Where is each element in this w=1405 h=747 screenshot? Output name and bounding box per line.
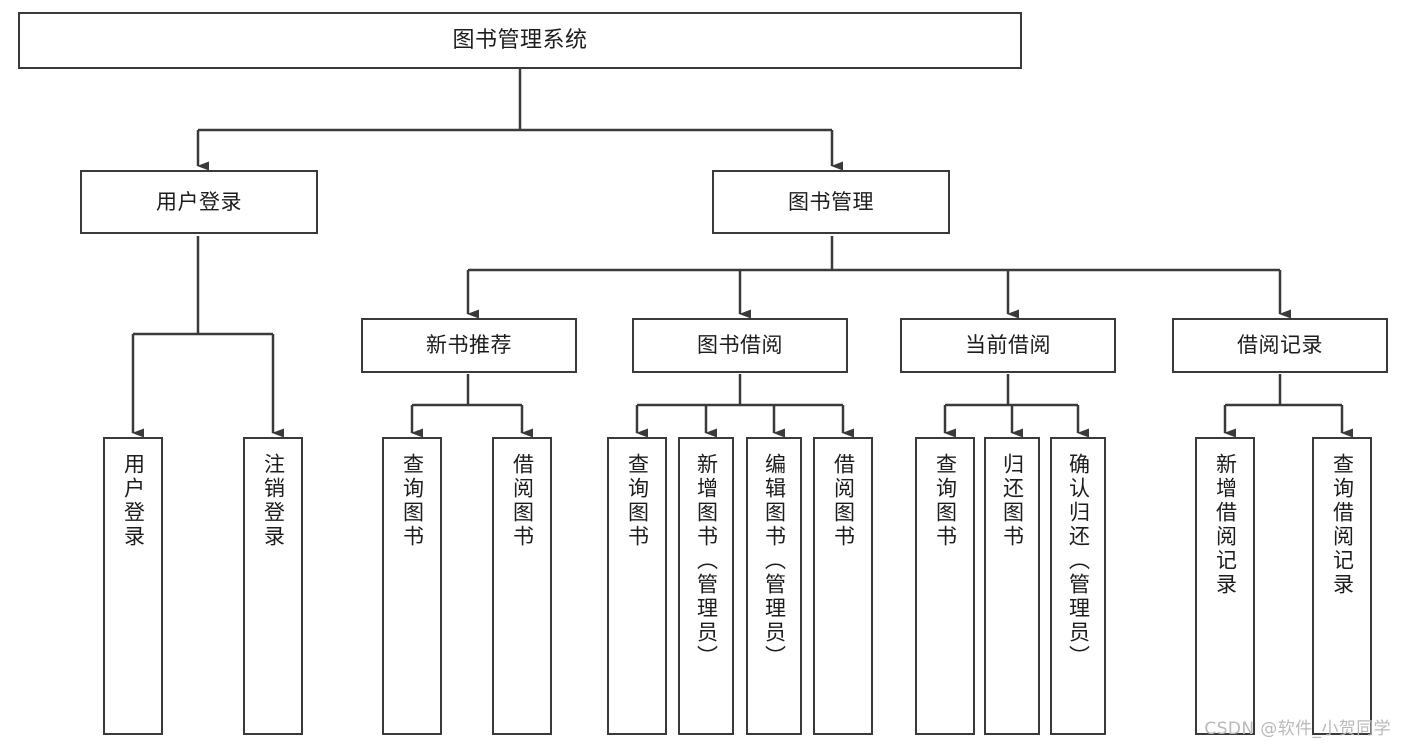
node-label: 图书借阅 — [697, 333, 783, 358]
node-label: 查询借阅记录 — [1330, 453, 1355, 597]
node-label: 借阅记录 — [1237, 333, 1323, 358]
node-leaf-add-book-admin[interactable]: 新增图书（管理员） — [678, 437, 734, 735]
node-label: 查询图书 — [933, 453, 958, 549]
node-leaf-edit-book-admin[interactable]: 编辑图书（管理员） — [746, 437, 802, 735]
node-book-borrow[interactable]: 图书借阅 — [632, 318, 848, 373]
node-leaf-query-book-current[interactable]: 查询图书 — [915, 437, 975, 735]
node-leaf-query-book-recommend[interactable]: 查询图书 — [382, 437, 442, 735]
node-leaf-user-login[interactable]: 用户登录 — [103, 437, 163, 735]
node-label: 借阅图书 — [510, 453, 535, 549]
node-label: 当前借阅 — [965, 333, 1051, 358]
node-user-login[interactable]: 用户登录 — [80, 170, 318, 234]
node-leaf-borrow-book-recommend[interactable]: 借阅图书 — [492, 437, 552, 735]
node-leaf-return-book[interactable]: 归还图书 — [984, 437, 1040, 735]
node-label: 图书管理 — [788, 189, 874, 214]
node-leaf-confirm-return-admin[interactable]: 确认归还（管理员） — [1050, 437, 1106, 735]
node-label: 新增借阅记录 — [1213, 453, 1238, 597]
node-leaf-borrow-book[interactable]: 借阅图书 — [813, 437, 873, 735]
node-leaf-add-borrow-record[interactable]: 新增借阅记录 — [1195, 437, 1255, 735]
node-label: 注销登录 — [261, 453, 286, 549]
node-leaf-logout[interactable]: 注销登录 — [243, 437, 303, 735]
node-leaf-query-book-borrow[interactable]: 查询图书 — [607, 437, 667, 735]
node-book-management[interactable]: 图书管理 — [712, 170, 950, 234]
node-label: 编辑图书（管理员） — [762, 453, 787, 669]
node-new-book-recommend[interactable]: 新书推荐 — [361, 318, 577, 373]
node-label: 用户登录 — [156, 189, 242, 214]
node-label: 查询图书 — [400, 453, 425, 549]
node-root-book-management-system[interactable]: 图书管理系统 — [18, 12, 1022, 69]
node-label: 图书管理系统 — [452, 27, 588, 53]
node-label: 确认归还（管理员） — [1066, 453, 1091, 669]
node-label: 归还图书 — [1000, 453, 1025, 549]
node-label: 用户登录 — [121, 453, 146, 549]
node-current-borrow[interactable]: 当前借阅 — [900, 318, 1116, 373]
node-label: 新书推荐 — [426, 333, 512, 358]
node-label: 借阅图书 — [831, 453, 856, 549]
node-label: 查询图书 — [625, 453, 650, 549]
node-leaf-query-borrow-record[interactable]: 查询借阅记录 — [1312, 437, 1372, 735]
node-label: 新增图书（管理员） — [694, 453, 719, 669]
node-borrow-record[interactable]: 借阅记录 — [1172, 318, 1388, 373]
